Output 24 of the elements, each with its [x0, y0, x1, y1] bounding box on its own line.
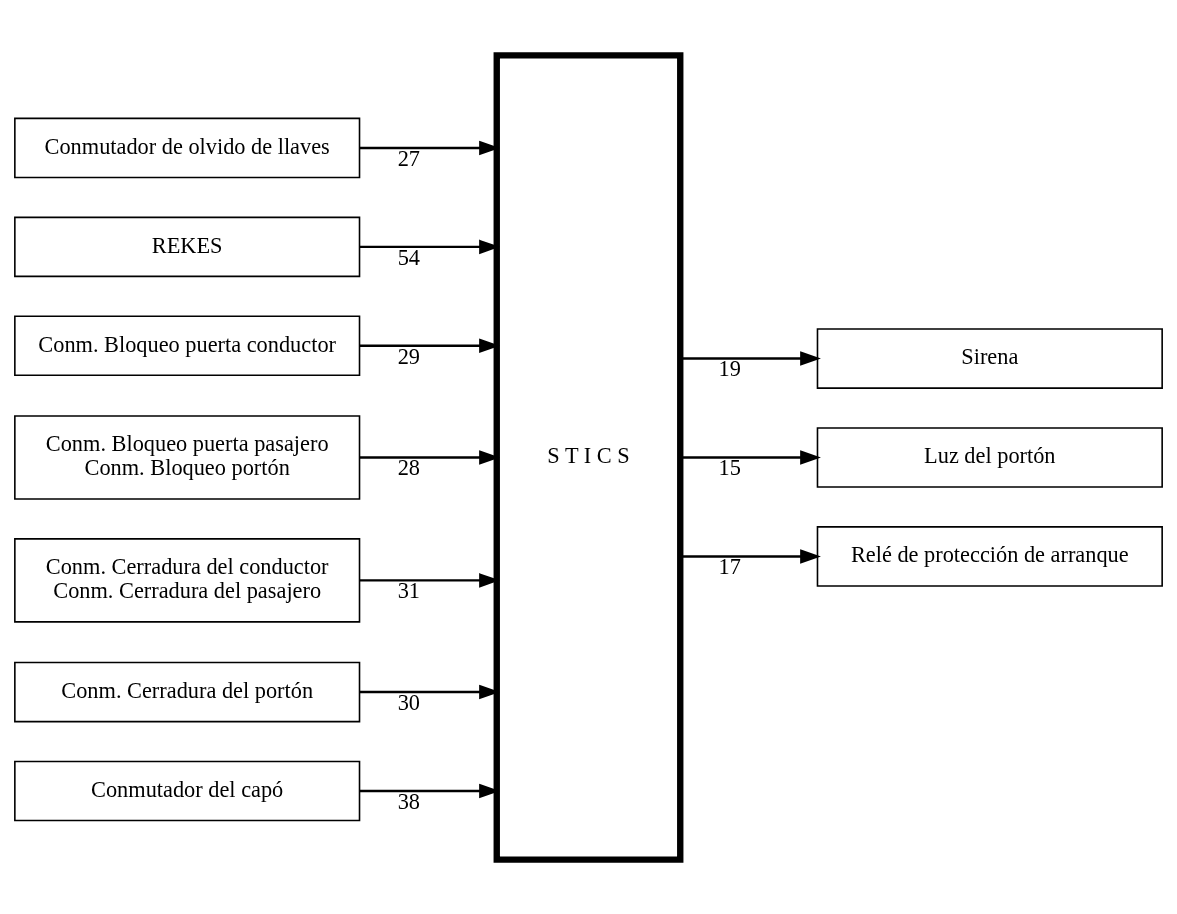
node-box: REKES [14, 216, 361, 277]
arrow [680, 449, 821, 465]
edge-label: 28 [397, 454, 421, 480]
arrow [680, 548, 821, 564]
node-box: Conm. Bloqueo puerta pasajero Conm. Bloqueo portón [14, 414, 361, 500]
edge-label: 30 [397, 689, 421, 715]
edge-label: 19 [718, 355, 741, 381]
arrow [680, 350, 821, 366]
edge-label: 27 [397, 145, 421, 171]
edge-label: 17 [718, 553, 741, 579]
node-box: Conm. Cerradura del portón [14, 661, 361, 722]
node-box: Luz del portón [816, 426, 1163, 488]
node-box: S T I C S [493, 51, 684, 863]
edge-label: 54 [397, 244, 421, 270]
node-box: Conmutador del capó [14, 760, 361, 821]
node-box: Conmutador de olvido de llaves [14, 117, 361, 178]
edge-label: 38 [397, 788, 421, 814]
edge-label: 29 [397, 343, 421, 369]
edge-label: 31 [397, 577, 421, 603]
node-box: Conm. Bloqueo puerta conductor [14, 314, 361, 376]
edge-label: 15 [718, 454, 741, 480]
node-box: Conm. Cerradura del conductor Conm. Cerradura del pasajero [14, 537, 361, 623]
node-box: Sirena [816, 327, 1163, 389]
node-box: Relé de protección de arranque [816, 525, 1163, 587]
